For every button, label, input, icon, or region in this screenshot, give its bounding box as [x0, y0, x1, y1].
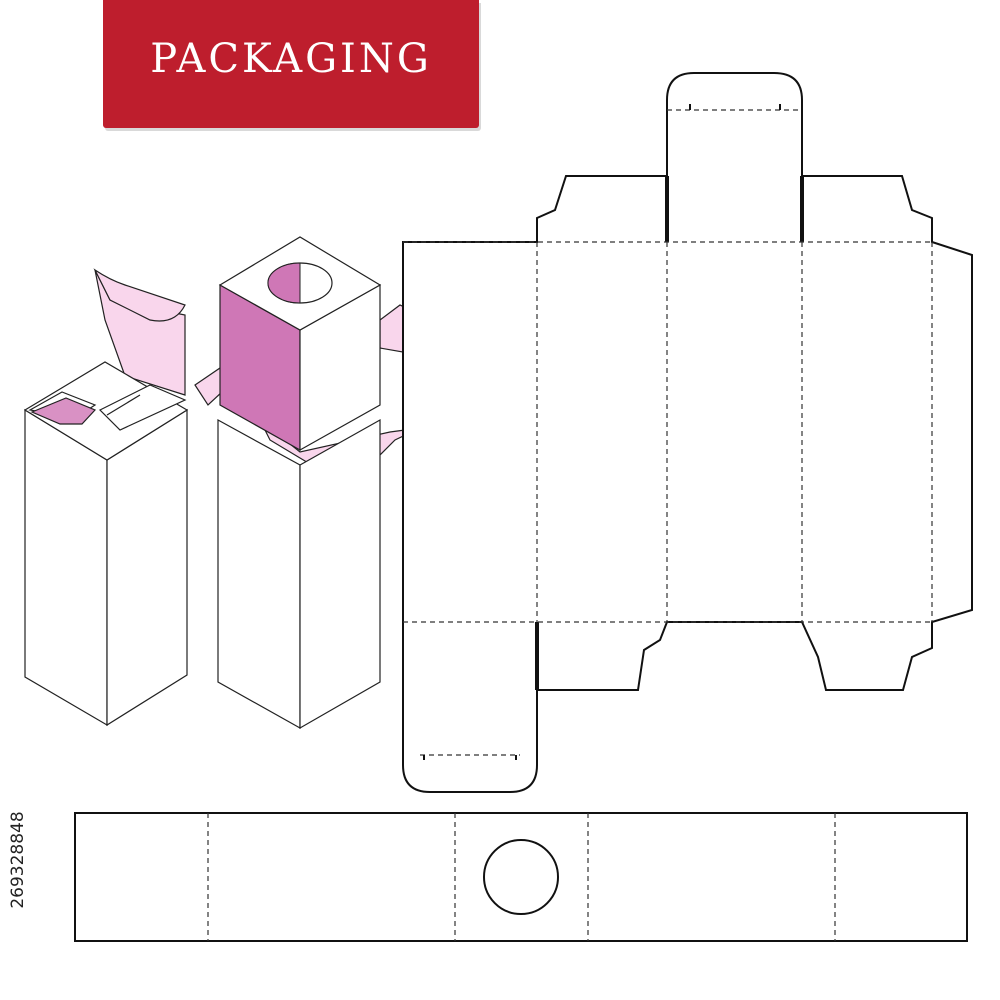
- title-banner: PACKAGING: [103, 0, 479, 128]
- box-right-face: [106, 408, 188, 727]
- sleeve-dieline: [74, 812, 968, 942]
- hole-shadow: [267, 262, 301, 304]
- top-tuck-notches: [689, 104, 781, 110]
- left-side-flap: [194, 366, 223, 406]
- window-box-illustration: [194, 236, 463, 730]
- sleeve-window-hole: [483, 839, 559, 915]
- box-body-right: [299, 418, 381, 730]
- tuck-flap: [93, 268, 186, 322]
- inner-shadow: [30, 397, 97, 425]
- box-body-left: [217, 418, 301, 730]
- open-box-illustration: [23, 268, 189, 727]
- box-dieline: [402, 72, 973, 793]
- bottom-tuck-notches: [423, 755, 517, 760]
- dust-flap-right: [98, 384, 187, 431]
- banner-title: PACKAGING: [150, 36, 432, 82]
- box-left-face: [24, 408, 108, 727]
- dieline-outline: [402, 72, 973, 793]
